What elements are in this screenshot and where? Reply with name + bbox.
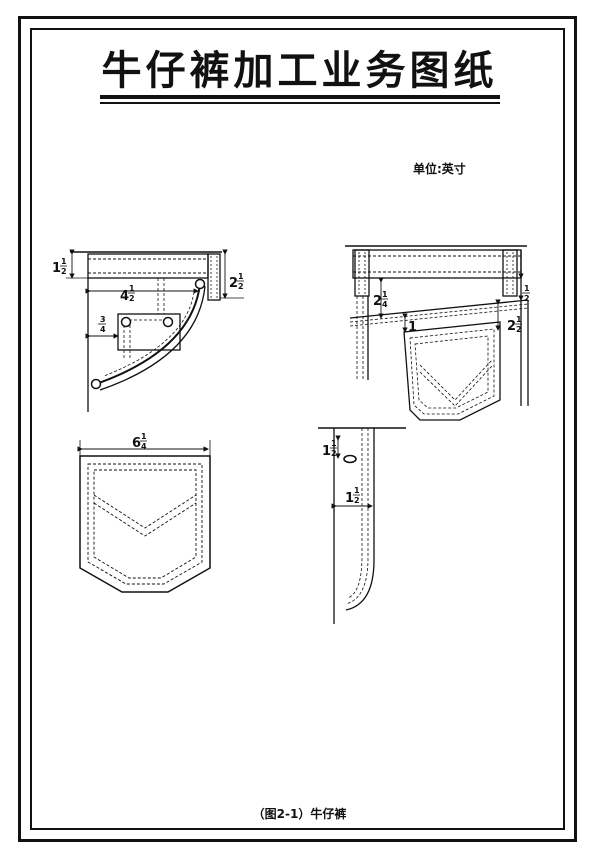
svg-text:1: 1	[61, 257, 67, 266]
svg-text:1: 1	[52, 261, 61, 276]
svg-text:2: 2	[61, 267, 67, 276]
belt-loop-left	[354, 249, 370, 297]
svg-text:1: 1	[354, 486, 360, 495]
figure-caption: （图2-1）牛仔裤	[252, 807, 347, 821]
svg-text:3: 3	[100, 315, 106, 324]
svg-text:4: 4	[382, 300, 388, 309]
svg-text:2: 2	[516, 325, 522, 334]
svg-text:2: 2	[354, 496, 360, 505]
svg-text:2: 2	[373, 294, 382, 309]
dim-pocket-top: 1	[408, 320, 417, 335]
svg-text:1: 1	[408, 320, 417, 335]
dim-back-pocket-width: 6 1 4	[132, 432, 147, 451]
front-pocket-diagram	[66, 249, 244, 412]
svg-text:1: 1	[382, 290, 388, 299]
svg-text:1: 1	[238, 272, 244, 281]
dim-yoke-left: 2 1 4	[373, 290, 388, 309]
svg-text:2: 2	[238, 282, 244, 291]
rivet	[120, 316, 132, 328]
rivet	[90, 378, 102, 390]
svg-text:1: 1	[516, 315, 522, 324]
back-pocket-diagram	[77, 440, 211, 593]
page-title: 牛仔裤加工业务图纸	[101, 48, 498, 94]
belt-loop	[207, 253, 221, 301]
svg-text:1: 1	[322, 444, 331, 459]
svg-text:1: 1	[345, 491, 354, 506]
svg-text:2: 2	[331, 449, 337, 458]
dim-fly-width: 1 1 2	[345, 486, 360, 506]
belt-loop-right	[502, 249, 518, 297]
title-underline-thin	[100, 102, 500, 104]
svg-text:1: 1	[331, 439, 337, 448]
svg-text:6: 6	[132, 436, 141, 451]
svg-text:2: 2	[229, 276, 238, 291]
buttonhole	[343, 454, 357, 464]
svg-text:2: 2	[129, 294, 135, 303]
dim-pocket-gap: 1 2	[522, 284, 530, 303]
svg-text:4: 4	[120, 289, 129, 304]
svg-text:4: 4	[100, 325, 106, 334]
svg-text:1: 1	[129, 284, 135, 293]
back-yoke-diagram	[345, 245, 529, 421]
dim-side-width: 4 1 2	[120, 284, 135, 304]
unit-label: 单位:英寸	[413, 162, 466, 176]
svg-text:4: 4	[141, 442, 147, 451]
dim-coin-offset: 3 4	[98, 315, 106, 334]
inner-border	[30, 28, 565, 830]
dim-yoke-right: 2 1 2	[507, 315, 522, 334]
outer-border	[18, 16, 577, 842]
dim-fly-top: 1 1 2	[322, 439, 337, 459]
rivet	[162, 316, 174, 328]
svg-text:2: 2	[524, 294, 530, 303]
svg-text:1: 1	[524, 284, 530, 293]
back-pocket-small	[403, 321, 501, 421]
dim-side-depth: 2 1 2	[229, 272, 244, 291]
rivet	[194, 278, 206, 290]
dim-waistband-height: 1 1 2	[52, 257, 67, 276]
svg-text:2: 2	[507, 319, 516, 334]
fly-diagram	[318, 427, 406, 624]
title-underline-thick	[100, 95, 500, 99]
svg-text:1: 1	[141, 432, 147, 441]
